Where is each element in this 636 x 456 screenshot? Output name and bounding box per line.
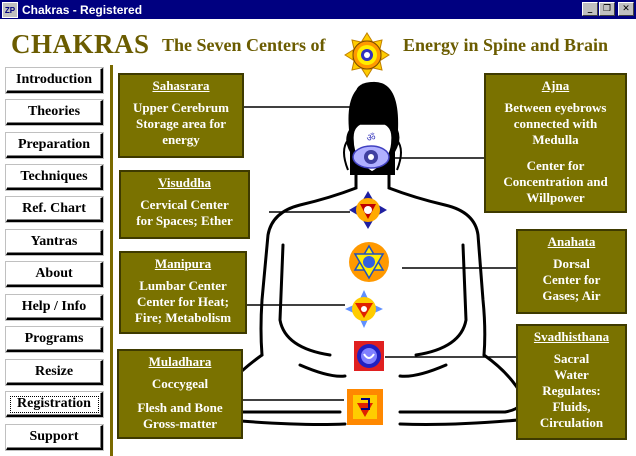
ajna-symbol-icon: ॐ <box>352 132 390 169</box>
nav-preparation-button[interactable]: Preparation <box>6 133 103 158</box>
svadhisthana-line: Regulates: <box>542 383 601 398</box>
window-titlebar[interactable]: ZP Chakras - Registered _ ❐ ✕ <box>0 0 636 19</box>
close-icon[interactable]: ✕ <box>618 2 634 16</box>
svadhisthana-symbol-icon <box>354 341 384 371</box>
sahasrara-symbol-icon <box>344 32 390 78</box>
subtitle-right: Energy in Spine and Brain <box>403 35 609 55</box>
ajna-line: Center for <box>526 158 585 173</box>
nav-programs-button[interactable]: Programs <box>6 327 103 352</box>
sidebar-divider <box>110 65 113 456</box>
nav-resize-button[interactable]: Resize <box>6 360 103 385</box>
svadhisthana-line: Sacral <box>553 351 590 366</box>
nav-registration-button[interactable]: Registration <box>6 392 103 417</box>
nav-help-info-button[interactable]: Help / Info <box>6 295 103 320</box>
app-title: CHAKRAS <box>11 29 150 59</box>
muladhara-symbol-icon <box>347 389 383 425</box>
minimize-icon[interactable]: _ <box>582 2 598 16</box>
muladhara-box[interactable]: Muladhara Coccygeal Flesh and Bone Gross… <box>117 349 243 439</box>
sahasrara-line: Storage area for <box>135 116 226 131</box>
manipura-line: Center for Heat; <box>137 294 229 309</box>
anahata-line: Dorsal <box>553 256 590 271</box>
manipura-line: Fire; Metabolism <box>134 310 232 325</box>
anahata-symbol-icon <box>349 242 389 282</box>
sahasrara-box[interactable]: Sahasrara Upper Cerebrum Storage area fo… <box>118 73 244 158</box>
ajna-line: Medulla <box>532 132 579 147</box>
nav-ref-chart-button[interactable]: Ref. Chart <box>6 197 103 222</box>
svadhisthana-title: Svadhisthana <box>533 329 610 344</box>
anahata-line: Center for <box>542 272 601 287</box>
manipura-title: Manipura <box>154 256 212 271</box>
manipura-symbol-icon <box>345 290 383 328</box>
visuddha-box[interactable]: Visuddha Cervical Center for Spaces; Eth… <box>119 170 250 239</box>
svadhisthana-line: Circulation <box>539 415 604 430</box>
svg-text:ॐ: ॐ <box>366 132 375 144</box>
sahasrara-line: energy <box>162 132 200 147</box>
app-icon: ZP <box>2 1 18 18</box>
visuddha-line: Cervical Center <box>140 197 229 212</box>
manipura-box[interactable]: Manipura Lumbar Center Center for Heat; … <box>119 251 247 334</box>
window-controls: _ ❐ ✕ <box>581 2 634 16</box>
visuddha-line: for Spaces; Ether <box>136 213 233 228</box>
anahata-box[interactable]: Anahata Dorsal Center for Gases; Air <box>516 229 627 314</box>
svadhisthana-box[interactable]: Svadhisthana Sacral Water Regulates: Flu… <box>516 324 627 440</box>
visuddha-title: Visuddha <box>158 175 211 190</box>
nav-about-button[interactable]: About <box>6 262 103 287</box>
ajna-line: connected with <box>513 116 598 131</box>
visuddha-symbol-icon <box>349 191 387 229</box>
ajna-title: Ajna <box>541 78 570 93</box>
sahasrara-title: Sahasrara <box>152 78 210 93</box>
sahasrara-line: Upper Cerebrum <box>133 100 229 115</box>
window-title: Chakras - Registered <box>22 2 143 17</box>
nav-theories-button[interactable]: Theories <box>6 100 103 125</box>
subtitle-left: The Seven Centers of <box>162 35 326 55</box>
manipura-line: Lumbar Center <box>139 278 227 293</box>
muladhara-line: Gross-matter <box>142 416 218 431</box>
svadhisthana-line: Fluids, <box>552 399 591 414</box>
nav-yantras-button[interactable]: Yantras <box>6 230 103 255</box>
ajna-line: Willpower <box>526 190 585 205</box>
nav-techniques-button[interactable]: Techniques <box>6 165 103 190</box>
ajna-line: Concentration and <box>503 174 608 189</box>
muladhara-title: Muladhara <box>148 354 212 369</box>
nav-support-button[interactable]: Support <box>6 425 103 450</box>
maximize-icon[interactable]: ❐ <box>599 2 615 16</box>
anahata-line: Gases; Air <box>542 288 601 303</box>
muladhara-line: Coccygeal <box>151 376 209 391</box>
muladhara-line: Flesh and Bone <box>137 400 223 415</box>
nav-introduction-button[interactable]: Introduction <box>6 68 103 93</box>
svadhisthana-line: Water <box>554 367 589 382</box>
anahata-title: Anahata <box>547 234 596 249</box>
ajna-box[interactable]: Ajna Between eyebrows connected with Med… <box>484 73 627 213</box>
figure-head <box>346 81 400 175</box>
ajna-line: Between eyebrows <box>504 100 607 115</box>
